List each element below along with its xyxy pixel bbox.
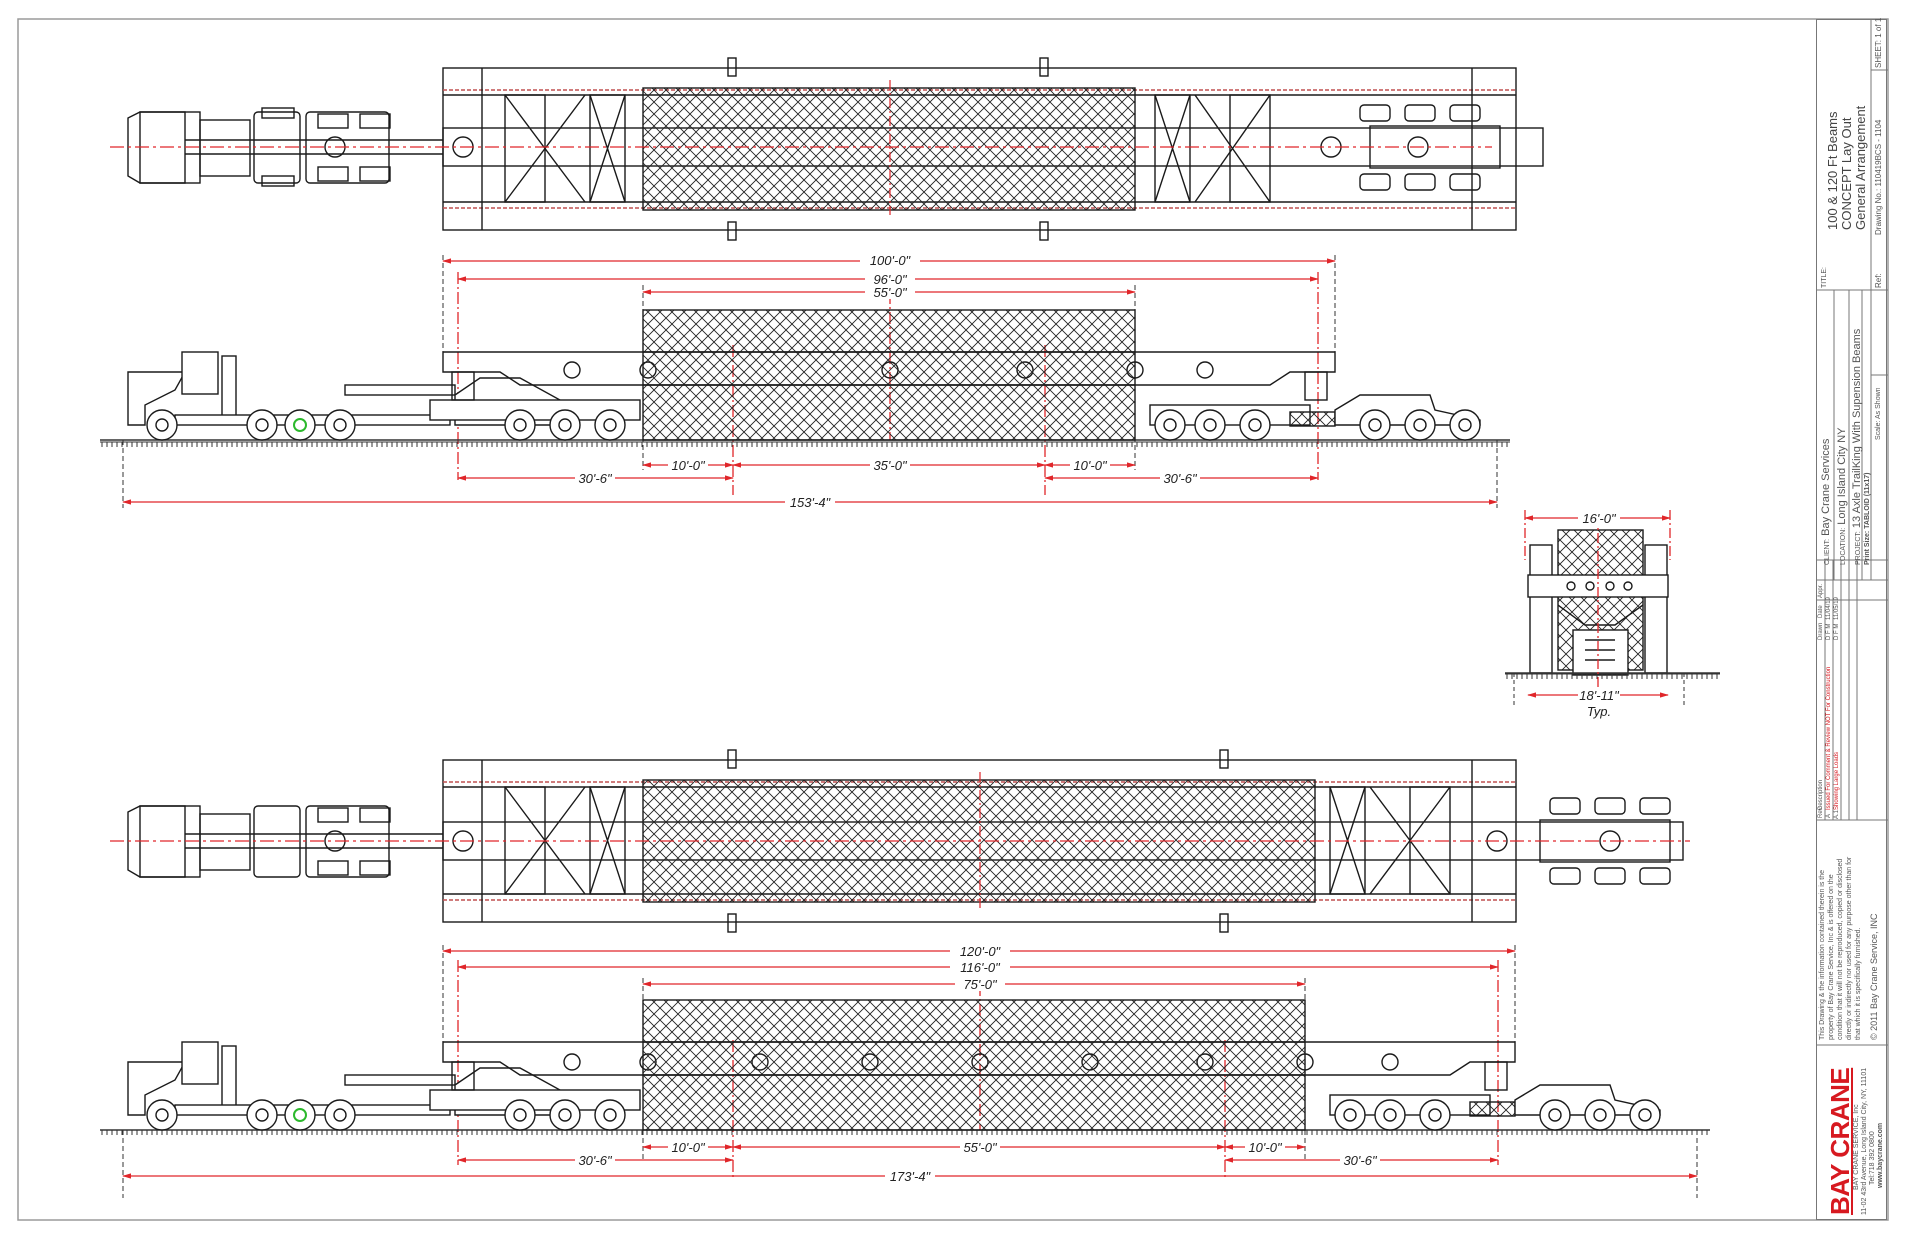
svg-text:30'-6": 30'-6" xyxy=(578,471,613,486)
title-label: TITLE: xyxy=(1821,266,1828,288)
svg-text:10'-0": 10'-0" xyxy=(1248,1140,1283,1155)
side-elevation-120ft: 120'-0" 116'-0" 75'-0" xyxy=(100,944,1710,1198)
website-link: www.baycrane.com xyxy=(1877,1122,1884,1188)
svg-text:30'-6": 30'-6" xyxy=(1343,1153,1378,1168)
client-field: CLIENT: Bay Crane Services xyxy=(1820,438,1832,565)
svg-text:55'-0": 55'-0" xyxy=(963,1140,998,1155)
print-size: Print Size: TABLOID (11x17) xyxy=(1864,472,1871,565)
svg-text:55'-0": 55'-0" xyxy=(873,285,908,300)
project-field: PROJECT: 13 Axle TrailKing With Supensio… xyxy=(1851,328,1863,565)
title-block-grid xyxy=(1817,20,1888,1046)
scale: Scale: As Shown xyxy=(1875,387,1882,440)
ref-label: Ref: xyxy=(1874,273,1883,288)
drawing-number: Drawing No.: 110419BCS - 1104 xyxy=(1874,119,1883,235)
svg-text:173'-4": 173'-4" xyxy=(890,1169,932,1184)
svg-text:18'-11": 18'-11" xyxy=(1579,688,1620,703)
svg-text:153'-4": 153'-4" xyxy=(790,495,832,510)
plan-view-100ft xyxy=(127,57,1544,241)
svg-text:10'-0": 10'-0" xyxy=(671,1140,706,1155)
svg-text:10'-0": 10'-0" xyxy=(1073,458,1108,473)
svg-text:96'-0": 96'-0" xyxy=(873,272,908,287)
dim-100ft: 100'-0" xyxy=(870,253,912,268)
svg-text:35'-0": 35'-0" xyxy=(873,458,908,473)
svg-text:10'-0": 10'-0" xyxy=(671,458,706,473)
sheet-number: SHEET: 1 of 1 xyxy=(1874,17,1883,68)
end-view: 16'-0" 18'-11" Typ. xyxy=(1505,510,1720,719)
bay-crane-logo: BAY CRANE xyxy=(1825,1067,1855,1215)
side-elevation-100ft: 100'-0" 96'-0" 55'-0" xyxy=(100,253,1510,510)
revision-a1-description: Showing Large Loads xyxy=(1834,751,1840,810)
svg-text:116'-0": 116'-0" xyxy=(960,960,1001,975)
sheet-frame xyxy=(17,18,1889,1221)
title-block: SHEET: 1 of 1 Drawing No.: 110419BCS - 1… xyxy=(1816,17,1888,1220)
svg-text:30'-6": 30'-6" xyxy=(578,1153,613,1168)
copyright: © 2011 Bay Crane Service, INC xyxy=(1869,913,1879,1040)
svg-text:Typ.: Typ. xyxy=(1587,704,1611,719)
title-line-3: General Arrangement xyxy=(1853,105,1868,230)
svg-text:120'-0": 120'-0" xyxy=(960,944,1002,959)
location-field: LOCATION: Long Island City NY xyxy=(1836,427,1848,566)
title-line-1: 100 & 120 Ft Beams xyxy=(1825,111,1840,230)
svg-text:16'-0": 16'-0" xyxy=(1582,511,1617,526)
svg-text:75'-0": 75'-0" xyxy=(963,977,998,992)
title-line-2: CONCEPT Lay Out xyxy=(1839,117,1854,230)
svg-text:30'-6": 30'-6" xyxy=(1163,471,1198,486)
revision-a-description: Issued For Comment & Review NOT For Cons… xyxy=(1826,666,1832,810)
